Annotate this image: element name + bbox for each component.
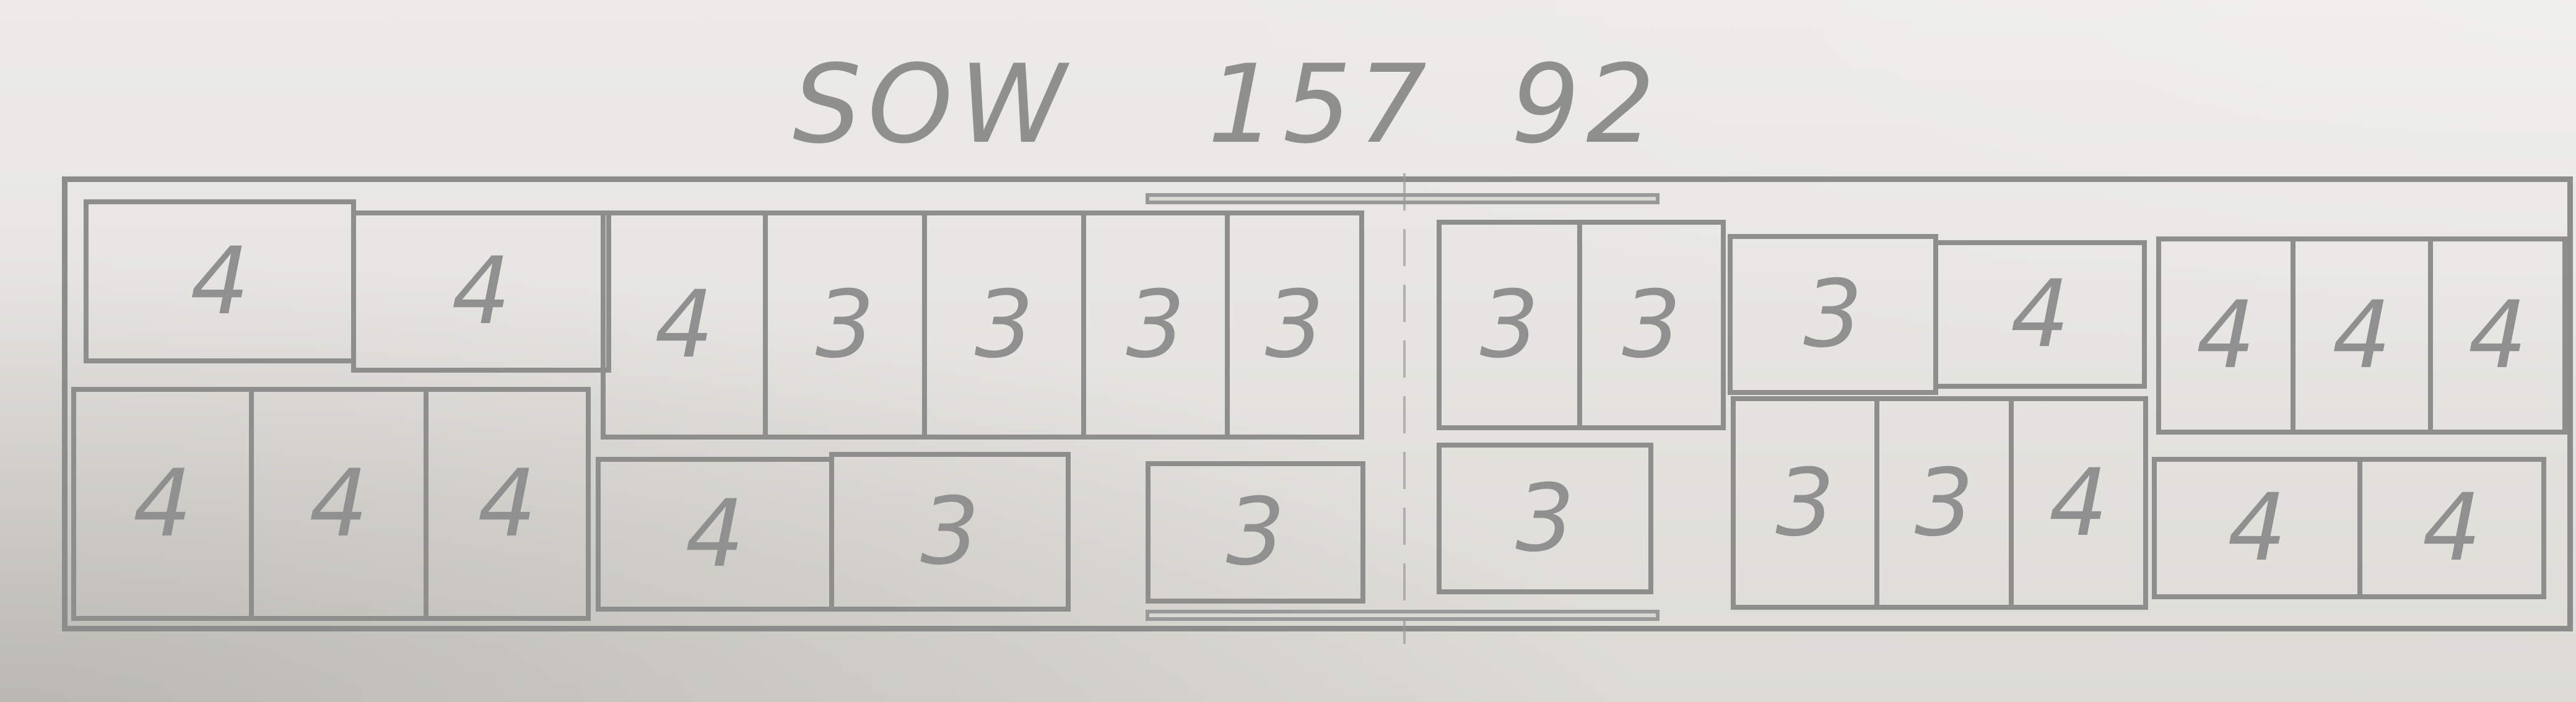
cell-bottom-12: 4 (2357, 457, 2546, 599)
cell-bottom-9: 3 (1874, 396, 2014, 610)
cell-top-2: 4 (351, 210, 611, 373)
bottom-bracket (1146, 610, 1660, 621)
cell-bottom-6: 3 (1146, 461, 1365, 604)
cell-top-8: 3 (1437, 220, 1582, 430)
cell-bottom-2: 4 (249, 387, 429, 621)
cell-top-14: 4 (2428, 236, 2567, 435)
cell-bottom-3: 4 (424, 387, 591, 621)
cell-top-9: 3 (1577, 220, 1726, 430)
top-bracket (1146, 193, 1660, 204)
cell-top-6: 3 (1081, 210, 1230, 440)
cell-bottom-10: 4 (2009, 396, 2148, 610)
cell-bottom-4: 4 (596, 457, 834, 612)
cell-bottom-11: 4 (2152, 457, 2362, 599)
cell-top-5: 3 (922, 210, 1086, 440)
cell-top-4: 3 (763, 210, 927, 440)
cell-bottom-7: 3 (1437, 443, 1653, 594)
sketch-number-2: 92 (1511, 42, 1661, 168)
cell-top-12: 4 (2156, 236, 2295, 435)
cell-bottom-1: 4 (71, 387, 254, 621)
sketch-number-1: 157 (1208, 42, 1434, 168)
cell-top-7: 3 (1225, 210, 1364, 440)
cell-top-11: 4 (1933, 240, 2147, 389)
cell-top-13: 4 (2291, 236, 2433, 435)
sketch-title: SOW (793, 42, 1073, 168)
cell-bottom-5: 3 (829, 452, 1071, 612)
outer-frame (62, 176, 2573, 631)
cell-top-1: 4 (84, 199, 356, 363)
cell-top-3: 4 (601, 210, 768, 440)
cell-top-10: 3 (1728, 234, 1938, 395)
cell-bottom-8: 3 (1731, 396, 1879, 610)
center-divider (1403, 173, 1406, 644)
